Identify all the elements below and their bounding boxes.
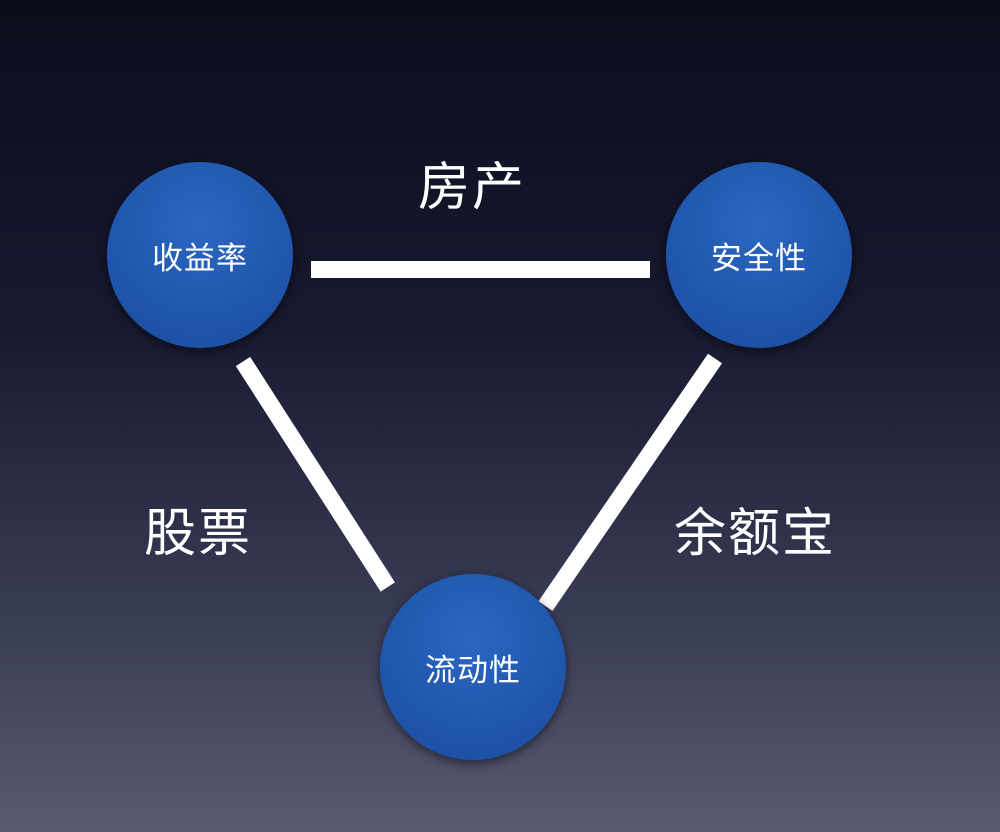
edge-top-label: 房产 [418, 158, 527, 218]
edge-left-line [235, 356, 395, 592]
edge-top-line [311, 261, 650, 278]
node-liquidity-label: 流动性 [425, 652, 521, 689]
node-safety-label: 安全性 [711, 240, 807, 277]
node-yield: 收益率 [107, 162, 293, 348]
node-safety: 安全性 [666, 162, 852, 348]
node-liquidity: 流动性 [380, 574, 566, 760]
edge-right-label: 余额宝 [674, 504, 837, 564]
edge-left-label: 股票 [144, 504, 253, 564]
node-yield-label: 收益率 [152, 240, 248, 277]
edge-right-line [538, 353, 723, 611]
